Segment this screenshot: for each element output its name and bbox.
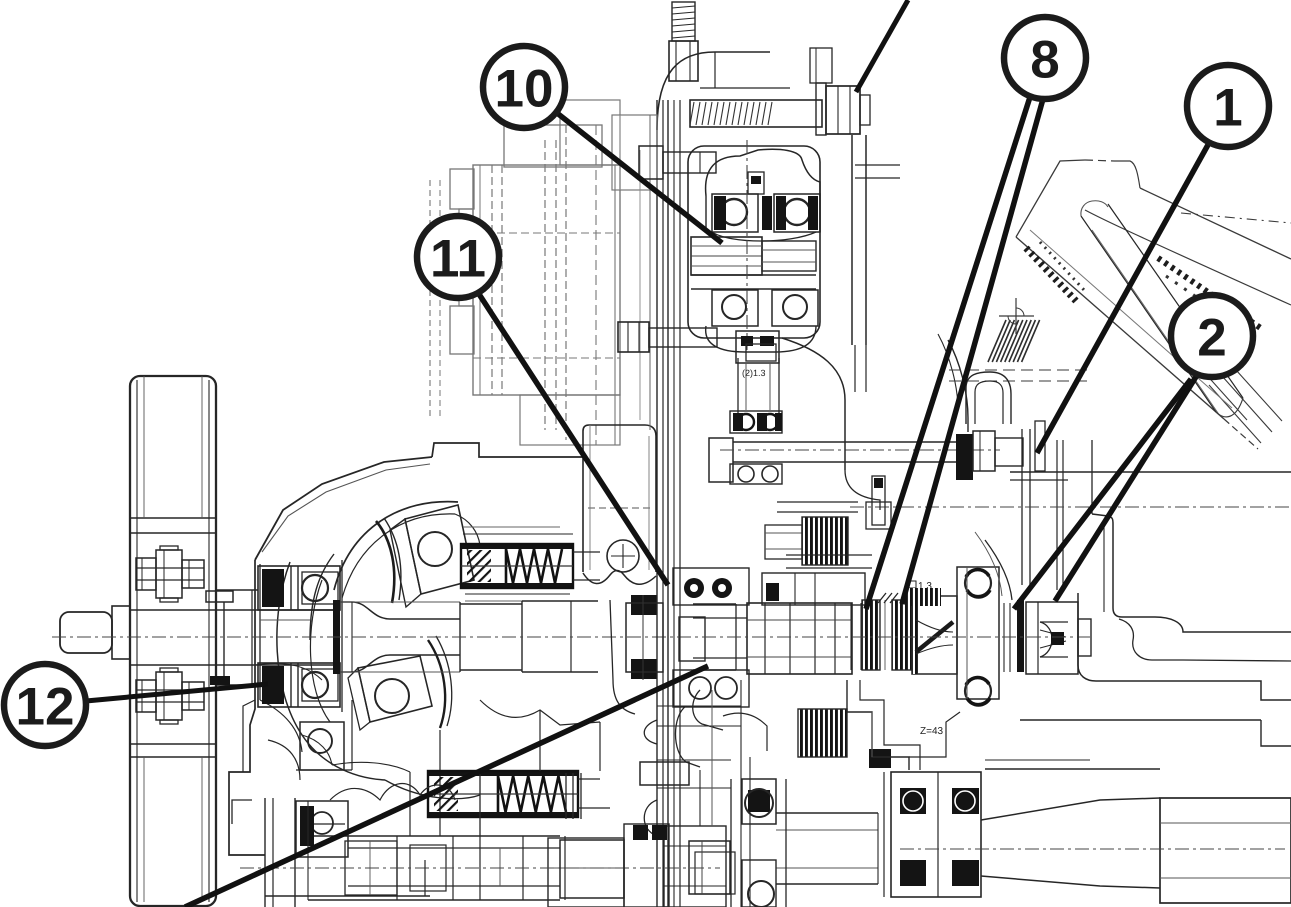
svg-text:12: 12 <box>16 678 75 737</box>
svg-text:1.3: 1.3 <box>918 581 932 592</box>
svg-text:1: 1 <box>1213 79 1242 138</box>
svg-text:8: 8 <box>1030 31 1059 90</box>
svg-text:2: 2 <box>1197 309 1226 368</box>
svg-text:10: 10 <box>495 60 554 119</box>
svg-text:(2)1.3: (2)1.3 <box>742 368 766 378</box>
svg-text:11: 11 <box>430 230 486 289</box>
svg-text:Z=43: Z=43 <box>920 726 944 737</box>
